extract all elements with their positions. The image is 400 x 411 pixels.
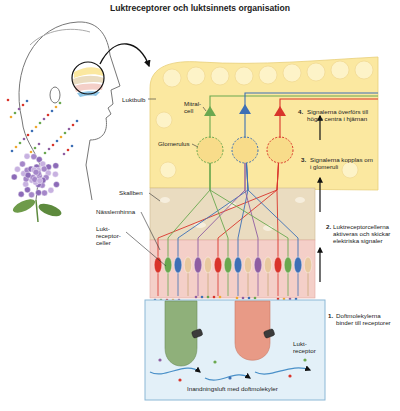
step-arrows (319, 116, 320, 282)
inset-panel: Lukt- receptorInandningsluft med doftmol… (145, 300, 325, 400)
step-text: Signalerna överförs till högre centra i … (307, 108, 375, 122)
inset-receptors (145, 300, 325, 400)
part-label: Nässlemhinna (96, 208, 142, 215)
step-number: 3. (301, 156, 310, 163)
part-label: Mitral- cell (184, 100, 206, 114)
step-number: 4. (298, 108, 307, 115)
magnifier (72, 44, 149, 97)
inset-label: Inandningsluft med doftmolekyler (187, 385, 297, 392)
diagram-title: Luktreceptorer och luktsinnets organisat… (0, 3, 400, 13)
part-label: Glomerulus (158, 140, 194, 147)
odor-molecules (7, 99, 298, 302)
step-number: 1. (328, 312, 337, 319)
receptor-cells (154, 163, 312, 296)
step-text: Doftmolekylerna binder till receptorer (336, 312, 396, 326)
part-label: Luktbulb (122, 96, 150, 103)
inset-label: Lukt- receptor (293, 340, 323, 354)
part-label: Lukt- receptor- celler (96, 225, 126, 246)
step-text: Luktreceptorcellerna aktiveras och skick… (333, 223, 397, 244)
step-text: Signalerna kopplas om i glomeruli (310, 156, 376, 170)
part-label: Skallben (119, 189, 149, 196)
lilac-flower (11, 153, 63, 222)
head-profile (19, 22, 120, 200)
skull-bone (150, 188, 315, 240)
olfactory-bulb (150, 57, 378, 190)
nasal-mucosa (150, 240, 315, 298)
